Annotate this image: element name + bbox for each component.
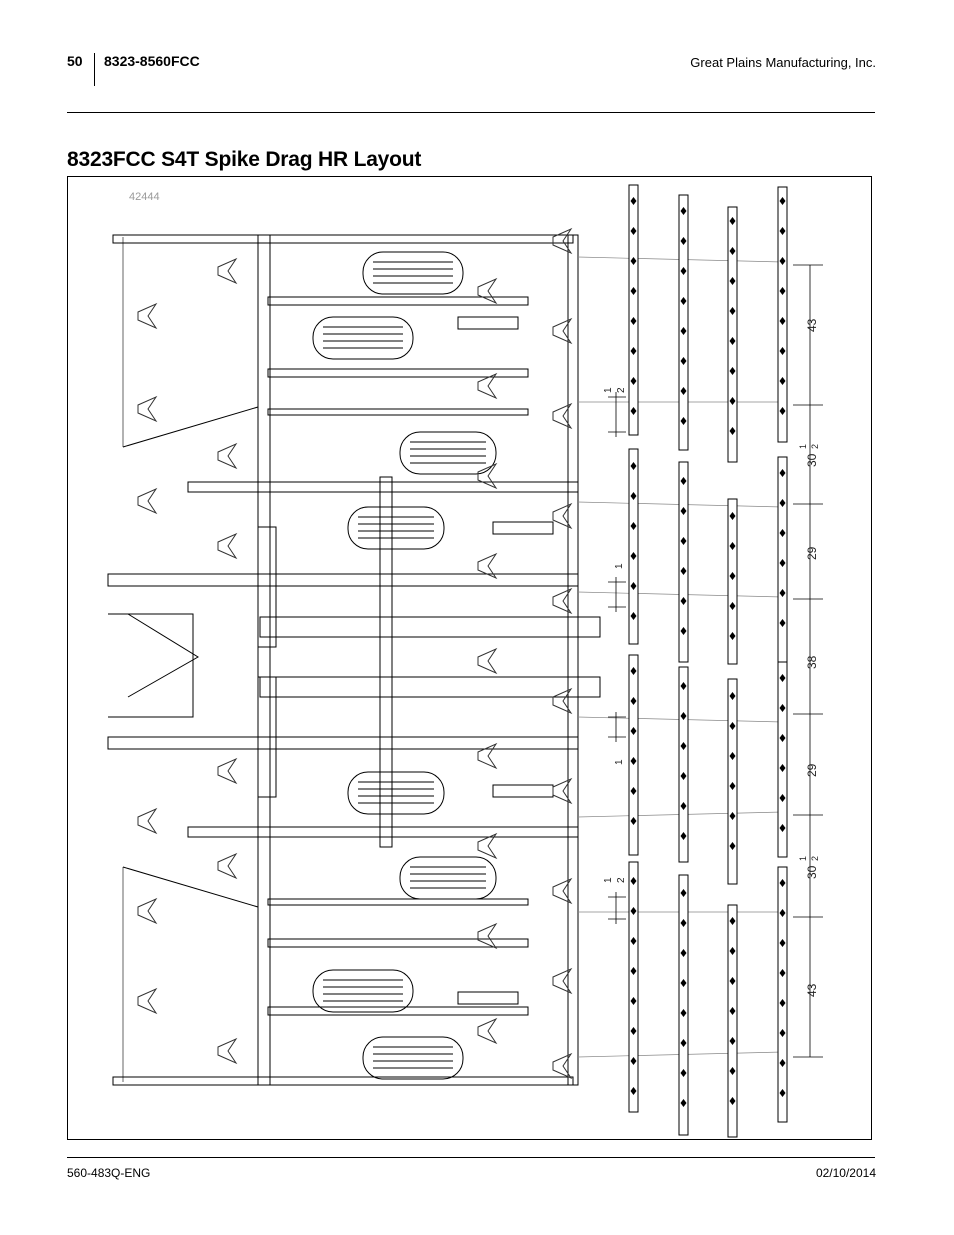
dim-30-bottom-frac-num: 1 bbox=[798, 856, 808, 861]
layout-figure: 42444 bbox=[67, 176, 872, 1140]
header-divider bbox=[94, 53, 95, 86]
dim-38: 38 bbox=[805, 655, 819, 669]
gauge-wheel-6 bbox=[399, 856, 497, 900]
drag-bar bbox=[777, 186, 788, 443]
doc-date: 02/10/2014 bbox=[815, 1166, 876, 1180]
gauge-wheel-1 bbox=[362, 251, 464, 295]
doc-number: 560-483Q-ENG bbox=[67, 1166, 151, 1180]
drag-bar bbox=[628, 448, 639, 645]
footer-rule bbox=[67, 1157, 875, 1158]
dim-43-top: 43 bbox=[805, 318, 819, 332]
company-name: Great Plains Manufacturing, Inc. bbox=[690, 55, 876, 70]
drag-bar bbox=[777, 661, 788, 858]
drag-bar bbox=[678, 666, 689, 863]
figure-id: 42444 bbox=[129, 191, 160, 203]
drag-bar bbox=[727, 206, 738, 463]
drag-bar bbox=[727, 678, 738, 885]
gauge-wheel-5 bbox=[347, 771, 445, 815]
dim-43-bottom: 43 bbox=[805, 983, 819, 997]
page-title: 8323FCC S4T Spike Drag HR Layout bbox=[67, 148, 422, 171]
header-rule bbox=[67, 112, 875, 113]
offset-half-bottom-den: 2 bbox=[616, 877, 627, 883]
dim-30-bottom: 30 bbox=[805, 865, 819, 879]
drag-bar bbox=[628, 184, 639, 436]
drag-spikes bbox=[630, 197, 786, 1107]
offset-half-bottom-num: 1 bbox=[603, 877, 614, 883]
dim-29-bottom: 29 bbox=[805, 763, 819, 777]
dim-30-top-frac-den: 2 bbox=[810, 444, 820, 449]
drag-bar bbox=[727, 498, 738, 665]
gauge-wheel-3 bbox=[399, 431, 497, 475]
gauge-wheel-7 bbox=[312, 969, 414, 1013]
drag-bar bbox=[678, 874, 689, 1136]
model-number: 8323-8560FCC bbox=[104, 53, 200, 69]
offset-one-top: 1 bbox=[614, 563, 625, 569]
frame-rail-right bbox=[567, 234, 579, 1086]
offset-one-bottom: 1 bbox=[614, 759, 625, 765]
drag-bar bbox=[727, 904, 738, 1138]
dim-29-top: 29 bbox=[805, 546, 819, 560]
dim-30-top-frac-num: 1 bbox=[798, 444, 808, 449]
drag-bar bbox=[777, 866, 788, 1123]
gauge-wheel-4 bbox=[347, 506, 445, 550]
page-number: 50 bbox=[67, 53, 83, 69]
dimension-lines bbox=[608, 264, 823, 1058]
gauge-wheel-8 bbox=[362, 1036, 464, 1080]
dim-30-bottom-frac-den: 2 bbox=[810, 856, 820, 861]
dimension-labels: 43 30 1 2 29 38 29 30 1 2 43 1 2 1 1 1 2 bbox=[603, 318, 820, 997]
drag-bar bbox=[678, 461, 689, 663]
frame-rail-left bbox=[257, 234, 271, 1086]
drag-bar bbox=[678, 194, 689, 451]
dim-30-top: 30 bbox=[805, 453, 819, 467]
drag-bar bbox=[628, 654, 639, 856]
spike-drag-bars bbox=[628, 184, 788, 1138]
offset-half-top-num: 1 bbox=[603, 387, 614, 393]
implement-drawing: 43 30 1 2 29 38 29 30 1 2 43 1 2 1 1 1 2 bbox=[107, 184, 823, 1138]
gauge-wheel-2 bbox=[312, 316, 414, 360]
drag-bar bbox=[628, 861, 639, 1113]
offset-half-top-den: 2 bbox=[616, 387, 627, 393]
